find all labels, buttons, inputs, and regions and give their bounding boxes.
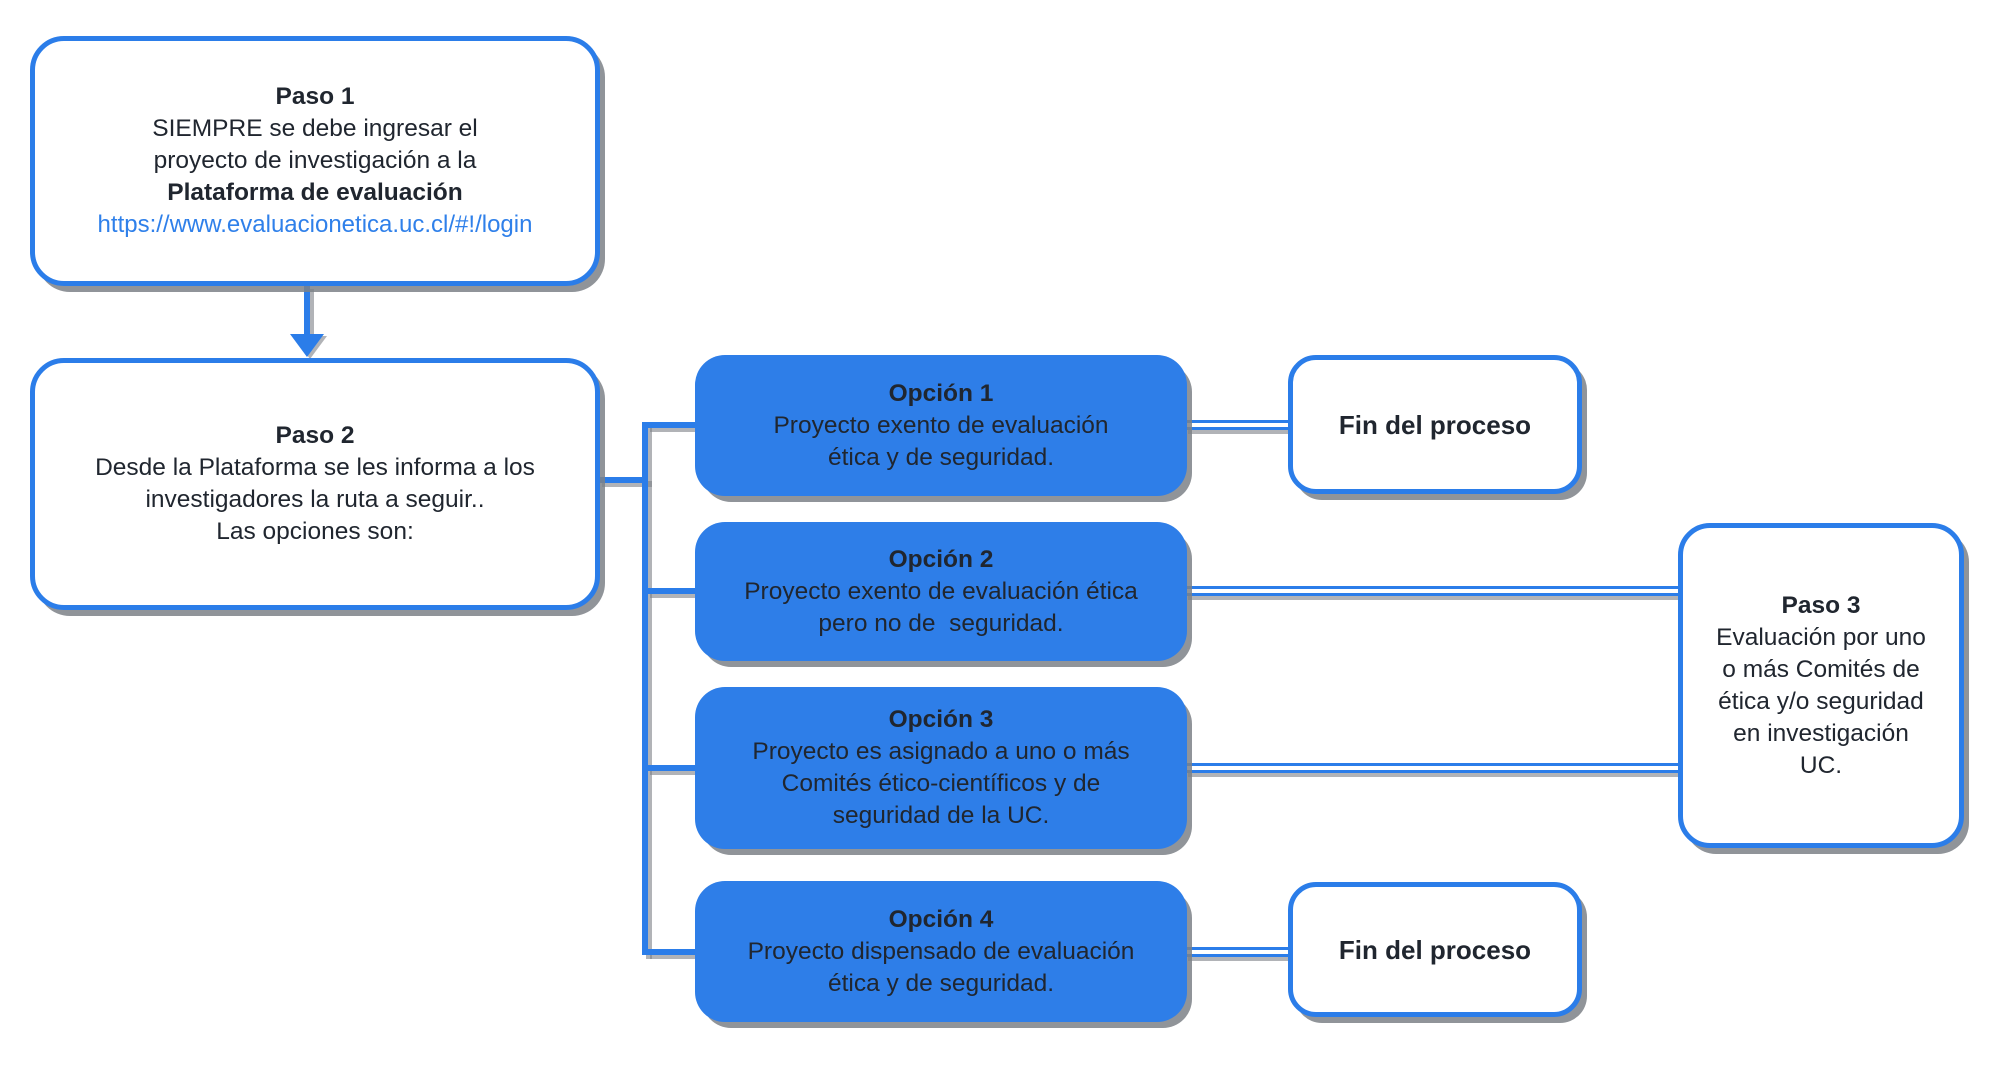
connector-branch-opcion3 (646, 765, 698, 771)
opcion2-title: Opción 2 (888, 545, 994, 573)
node-fin-proceso-2: Fin del proceso (1288, 882, 1582, 1017)
node-paso-3: Paso 3 Evaluación por uno o más Comités … (1678, 523, 1964, 848)
platform-link[interactable]: https://www.evaluacionetica.uc.cl/#!/log… (97, 211, 533, 238)
node-opcion-2: Opción 2 Proyecto exento de evaluación é… (695, 522, 1187, 661)
connector-branch-opcion2 (646, 588, 698, 594)
paso1-highlight: Plataforma de evaluación (167, 179, 463, 206)
opcion1-body: Proyecto exento de evaluación ética y de… (773, 411, 1109, 471)
connector-opcion4-fin (1184, 947, 1292, 957)
opcion3-title: Opción 3 (888, 706, 994, 733)
fin1-label: Fin del proceso (1338, 409, 1532, 440)
paso3-title: Paso 3 (1781, 591, 1861, 619)
opcion2-body: Proyecto exento de evaluación ética pero… (744, 577, 1138, 637)
paso3-body: Evaluación por uno o más Comités de étic… (1716, 623, 1926, 779)
paso2-body: Desde la Plataforma se les informa a los… (95, 454, 535, 545)
paso1-body: SIEMPRE se debe ingresar el proyecto de … (152, 115, 478, 174)
node-opcion-3: Opción 3 Proyecto es asignado a uno o má… (695, 687, 1187, 849)
node-paso-2: Paso 2 Desde la Plataforma se les inform… (30, 358, 600, 610)
connector-opcion3-paso3 (1184, 763, 1684, 773)
fin2-label: Fin del proceso (1338, 934, 1532, 965)
node-fin-proceso-1: Fin del proceso (1288, 355, 1582, 494)
opcion4-title: Opción 4 (888, 905, 994, 933)
arrow-down-icon (290, 334, 324, 357)
connector-paso2-trunk (598, 477, 648, 483)
opcion3-body: Proyecto es asignado a uno o más Comités… (752, 738, 1130, 829)
node-opcion-1: Opción 1 Proyecto exento de evaluación é… (695, 355, 1187, 496)
node-paso-1: Paso 1 SIEMPRE se debe ingresar el proye… (30, 36, 600, 286)
opcion1-title: Opción 1 (888, 379, 994, 407)
opcion4-body: Proyecto dispensado de evaluación ética … (747, 937, 1135, 997)
paso2-title: Paso 2 (275, 422, 355, 449)
node-opcion-4: Opción 4 Proyecto dispensado de evaluaci… (695, 881, 1187, 1022)
connector-opcion1-fin (1184, 420, 1292, 430)
connector-branch-opcion4 (646, 949, 698, 955)
connector-branch-opcion1 (646, 422, 698, 428)
arrow-paso1-paso2-shaft (304, 285, 310, 337)
connector-trunk (642, 422, 648, 955)
connector-opcion2-paso3 (1184, 586, 1684, 596)
paso1-title: Paso 1 (275, 83, 355, 110)
